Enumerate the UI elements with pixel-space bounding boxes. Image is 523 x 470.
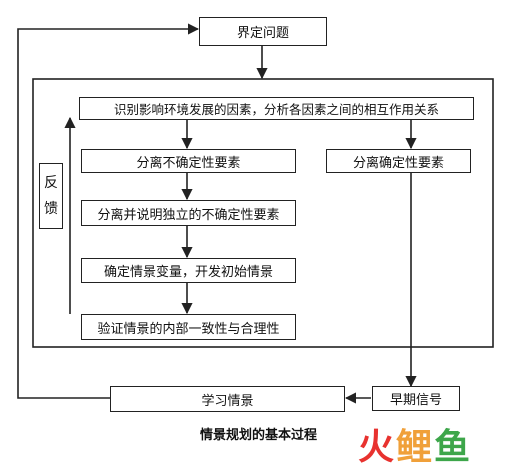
watermark-char-1: 火 (358, 427, 397, 468)
node-determine-variables: 确定情景变量，开发初始情景 (81, 258, 296, 283)
watermark-logo: 火鲤鱼 (358, 418, 472, 470)
watermark-char-3: 鱼 (434, 427, 473, 468)
diagram-title: 情景规划的基本过程 (200, 428, 318, 443)
node-early-signals: 早期信号 (372, 386, 460, 411)
node-learn-scenarios: 学习情景 (110, 386, 345, 412)
loop-back-arrow (17, 23, 200, 399)
node-separate-certain: 分离确定性要素 (326, 149, 471, 173)
feedback-char-1: 反 (44, 175, 58, 191)
feedback-label: 反 馈 (39, 163, 63, 229)
node-separate-independent: 分离并说明独立的不确定性要素 (81, 200, 296, 226)
node-separate-uncertain: 分离不确定性要素 (81, 149, 296, 173)
node-identify-factors: 识别影响环境发展的因素，分析各因素之间的相互作用关系 (79, 97, 474, 120)
node-verify-consistency: 验证情景的内部一致性与合理性 (81, 314, 296, 340)
feedback-char-2: 馈 (44, 201, 58, 217)
watermark-char-2: 鲤 (396, 427, 435, 468)
node-define-problem: 界定问题 (199, 17, 327, 46)
